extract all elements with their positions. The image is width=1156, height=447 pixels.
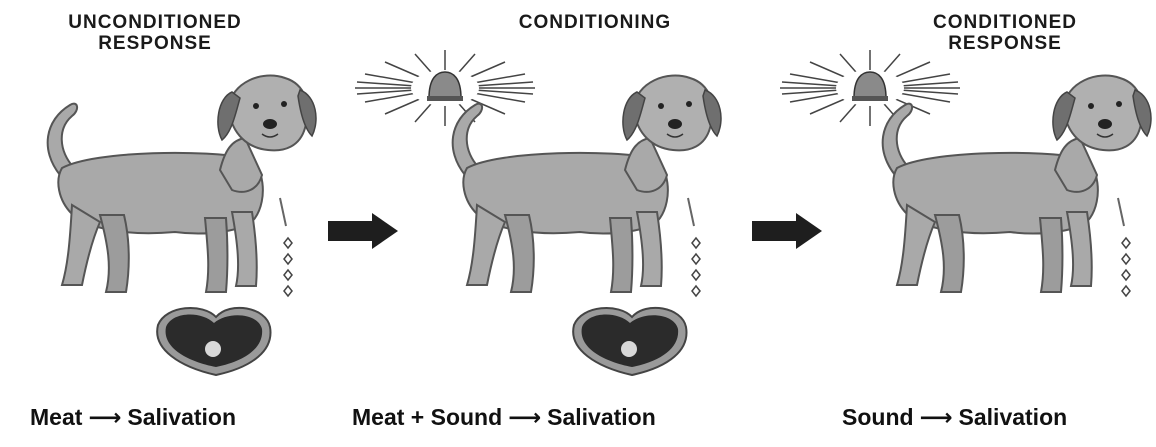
right-arrow-icon: ⟶ [88,404,121,431]
caption-stimulus: Sound [842,404,914,430]
caption-conditioning: Meat + Sound⟶Salivation [352,404,656,431]
caption-conditioned: Sound⟶Salivation [842,404,1067,431]
dog-illustration-3 [883,76,1151,292]
drool-drops-3 [1118,198,1130,296]
bell-sound-icon-2 [780,50,960,126]
caption-stimulus: Meat + Sound [352,404,502,430]
drool-drops-2 [688,198,700,296]
caption-response: Salivation [959,404,1068,430]
right-arrow-icon: ⟶ [508,404,541,431]
bell-sound-icon-1 [355,50,535,126]
right-arrow-icon: ⟶ [920,404,953,431]
caption-unconditioned: Meat⟶Salivation [30,404,236,431]
caption-response: Salivation [547,404,656,430]
transition-arrow-2 [752,213,822,249]
transition-arrow-1 [328,213,398,249]
drool-drops-1 [280,198,292,296]
caption-response: Salivation [127,404,236,430]
meat-illustration-2 [573,308,686,375]
caption-stimulus: Meat [30,404,82,430]
dog-illustration-1 [48,76,316,292]
meat-illustration-1 [157,308,270,375]
